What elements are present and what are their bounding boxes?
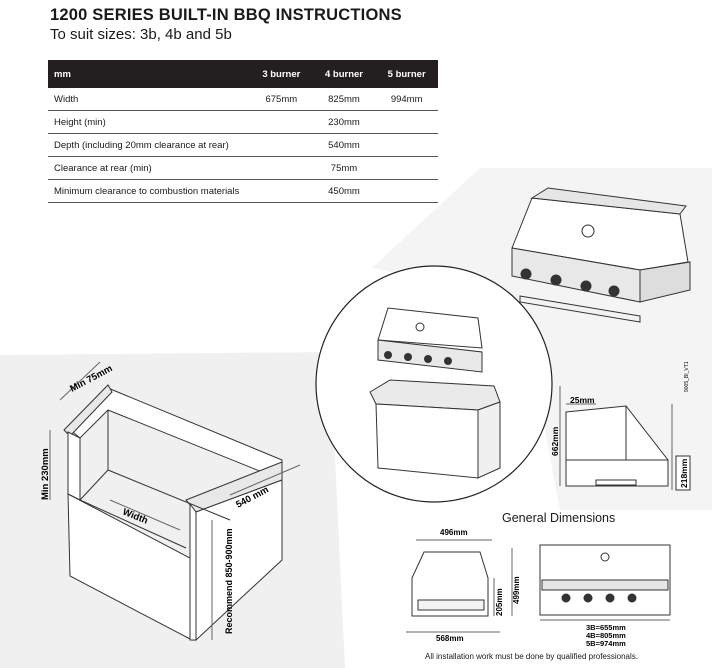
- cell-4-burner: 230mm: [312, 110, 376, 134]
- cell-5-burner: [375, 110, 438, 134]
- label-width-5b: 5B=974mm: [586, 639, 626, 648]
- table-row: Width 675mm 825mm 994mm: [48, 88, 438, 111]
- table-row: Depth (including 20mm clearance at rear)…: [48, 133, 438, 157]
- cell-5-burner: [375, 156, 438, 180]
- cell-4-burner: 540mm: [312, 133, 376, 157]
- cell-5-burner: 994mm: [375, 88, 438, 111]
- cell-5-burner: [375, 133, 438, 157]
- row-label: Depth (including 20mm clearance at rear): [48, 133, 250, 157]
- label-496mm: 496mm: [440, 528, 468, 537]
- side-view-drawing: [559, 386, 691, 491]
- cell-3-burner: 675mm: [250, 88, 313, 111]
- cavity-drawing: [49, 361, 301, 642]
- cell-4-burner: 75mm: [312, 156, 376, 180]
- row-label: Minimum clearance to combustion material…: [48, 179, 250, 203]
- cell-4-burner: 825mm: [312, 88, 376, 111]
- label-662mm: 662mm: [550, 426, 560, 456]
- cell-5-burner: [375, 179, 438, 203]
- label-25mm: 25mm: [570, 395, 595, 405]
- label-205mm: 205mm: [495, 588, 504, 616]
- page-title: 1200 SERIES BUILT-IN BBQ INSTRUCTIONS: [50, 6, 402, 24]
- label-min-230mm: Min 230mm: [40, 448, 51, 500]
- label-568mm: 568mm: [436, 634, 464, 643]
- cell-3-burner: [250, 179, 313, 203]
- row-label: Clearance at rear (min): [48, 156, 250, 180]
- label-218mm: 218mm: [679, 458, 689, 488]
- header-3-burner: 3 burner: [250, 60, 313, 88]
- label-reference-code: 9005_BI_VT1: [684, 361, 690, 392]
- general-dimensions-heading: General Dimensions: [502, 511, 616, 525]
- cell-3-burner: [250, 133, 313, 157]
- table-row: Height (min) 230mm: [48, 110, 438, 134]
- cell-4-burner: 450mm: [312, 179, 376, 203]
- label-recommend-height: Recommend 850-900mm: [224, 528, 234, 634]
- header-unit: mm: [48, 60, 250, 88]
- cell-3-burner: [250, 110, 313, 134]
- page-subtitle: To suit sizes: 3b, 4b and 5b: [50, 26, 232, 43]
- footer-note: All installation work must be done by qu…: [425, 652, 639, 661]
- label-width-3b: 3B=655mm: [586, 623, 626, 632]
- table-row: Minimum clearance to combustion material…: [48, 179, 438, 203]
- header-5-burner: 5 burner: [375, 60, 438, 88]
- row-label: Height (min): [48, 110, 250, 134]
- gd-side-drawing: [406, 539, 513, 633]
- header-4-burner: 4 burner: [312, 60, 376, 88]
- label-499mm: 499mm: [512, 576, 521, 604]
- table-row: Clearance at rear (min) 75mm: [48, 156, 438, 180]
- cell-3-burner: [250, 156, 313, 180]
- label-width-4b: 4B=805mm: [586, 631, 626, 640]
- row-label: Width: [48, 88, 250, 111]
- table-header-row: mm 3 burner 4 burner 5 burner: [48, 60, 438, 88]
- bbq-large-drawing: [511, 187, 691, 323]
- dimensions-table: mm 3 burner 4 burner 5 burner Width 675m…: [48, 60, 438, 203]
- gd-front-drawing: [539, 544, 671, 621]
- bbq-inset-drawing: [369, 307, 501, 479]
